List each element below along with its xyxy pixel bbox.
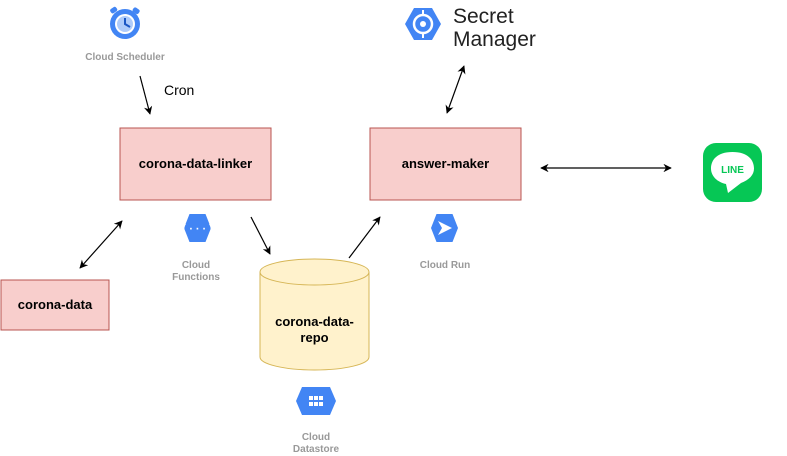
cloud-run-label: Cloud Run: [420, 260, 471, 271]
corona-data-linker-box: [119, 127, 272, 201]
line-app-icon: LINE: [703, 143, 762, 202]
cloud-functions-label-line2: Functions: [172, 272, 220, 283]
cloud-functions-label-line1: Cloud: [182, 260, 210, 271]
edge-answer-maker-secret-manager: [445, 65, 466, 114]
corona-data-linker-label: corona-data-linker: [139, 156, 252, 171]
corona-data-box: [0, 279, 110, 331]
secret-manager-icon: [405, 8, 441, 40]
corona-data-repo-label-line1: corona-data-: [275, 314, 354, 329]
corona-data-repo-cylinder: [259, 258, 370, 371]
edge-repo-to-answer-maker: [348, 216, 381, 259]
cloud-scheduler-label: Cloud Scheduler: [85, 52, 165, 63]
cloud-scheduler-icon: [110, 6, 140, 39]
corona-data-repo-label-line2: repo: [300, 330, 328, 345]
edge-cron-label: Cron: [164, 82, 194, 98]
svg-text:LINE: LINE: [721, 165, 744, 176]
corona-data-label: corona-data: [18, 297, 93, 312]
svg-text:(···): (···): [181, 224, 214, 236]
secret-manager-label-line1: Secret: [453, 5, 514, 28]
edge-linker-to-repo: [250, 216, 271, 255]
cloud-datastore-label-line2: Datastore: [293, 444, 340, 455]
answer-maker-box: [369, 127, 522, 201]
cloud-run-icon: [431, 214, 458, 242]
cloud-functions-icon: (···): [181, 214, 214, 242]
edge-scheduler-to-linker: [139, 75, 153, 115]
cloud-datastore-label-line1: Cloud: [302, 432, 330, 443]
answer-maker-label: answer-maker: [402, 156, 489, 171]
edge-corona-data-linker: [79, 220, 123, 269]
cloud-datastore-icon: [296, 387, 336, 415]
secret-manager-label-line2: Manager: [453, 28, 536, 51]
